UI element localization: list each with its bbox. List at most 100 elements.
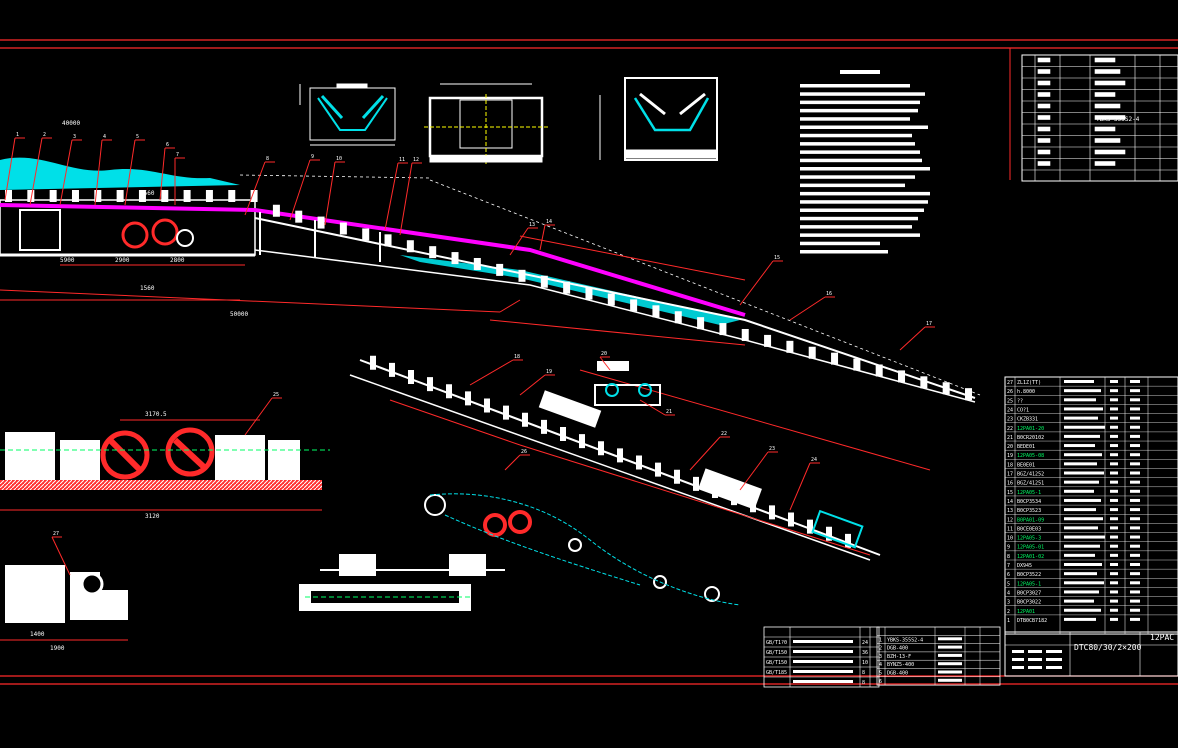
tensioner-detail (299, 554, 505, 611)
parts-row-code: BGZ/41252 (1017, 472, 1044, 478)
std-part-qty: 36 (862, 650, 868, 656)
idler-roller (920, 376, 928, 389)
idler-roller (674, 469, 680, 484)
motor-row-no: 4 (879, 662, 882, 668)
motor-row-no: 3 (879, 654, 882, 660)
balloon-number: 11 (399, 157, 405, 163)
title-block-suffix: 12PAC (1150, 633, 1174, 642)
idler-roller (563, 281, 571, 294)
idler-roller (429, 246, 437, 259)
idler-roller (942, 382, 950, 395)
dim-2900: 2900 (115, 257, 130, 264)
parts-row-code: ZL1Z(TT) (1017, 380, 1041, 386)
belt-profile-main: 40000 1560 5900 2900 2800 1560 50000 (0, 120, 981, 403)
idler-roller (5, 190, 12, 202)
parts-row-no: 24 (1007, 407, 1013, 413)
parts-row-code: 12PA05-1 (1017, 581, 1041, 587)
idler-roller (295, 210, 303, 223)
idler-roller (853, 358, 861, 371)
parts-row-no: 21 (1007, 435, 1013, 441)
std-part-qty: 8 (862, 680, 865, 686)
idler-roller (272, 204, 280, 217)
idler-roller (71, 190, 79, 202)
parts-row-no: 22 (1007, 426, 1013, 432)
top-table-motor-spec: YBKS-355S2-4 (1096, 116, 1140, 123)
balloon-number: 14 (546, 219, 552, 225)
section-view-middle (424, 83, 548, 165)
parts-row-code: B0CE0E03 (1017, 526, 1041, 532)
idler-roller (769, 505, 775, 520)
balloon-number: 5 (136, 134, 139, 140)
balloon-number: 9 (311, 154, 314, 160)
std-part-code: GB/T185 (766, 670, 787, 676)
motor-row-model: BZH-13-F (887, 654, 911, 660)
parts-row-code: 12PA05-1 (1017, 490, 1041, 496)
idler-roller (808, 346, 816, 359)
idler-roller (427, 377, 433, 392)
parts-row-no: 7 (1007, 563, 1010, 569)
balloon-number: 6 (166, 142, 169, 148)
idler-roller (161, 190, 169, 202)
dim-50000: 50000 (230, 311, 248, 318)
parts-row-no: 18 (1007, 462, 1013, 468)
idler-roller (786, 340, 794, 353)
idler-roller (540, 275, 548, 288)
dim-1560: 1560 (140, 190, 155, 197)
idler-roller (370, 355, 376, 370)
std-part-code: GB/T150 (766, 660, 787, 666)
parts-row-code: BE0E01 (1017, 462, 1035, 468)
idler-roller (674, 311, 682, 324)
motor-row-model: DGB-400 (887, 646, 908, 652)
idler-roller (741, 328, 749, 341)
idler-roller (636, 455, 642, 470)
parts-row-no: 10 (1007, 536, 1013, 542)
balloon-number: 1 (16, 132, 19, 138)
idler-roller (845, 533, 851, 548)
balloon-number: 17 (926, 321, 932, 327)
idler-roller (541, 419, 547, 434)
idler-roller (788, 512, 794, 527)
balloon-number: 12 (413, 157, 419, 163)
idler-roller (652, 305, 660, 318)
parts-row-no: 20 (1007, 444, 1013, 450)
motor-row-model: BYNZ5-400 (887, 662, 914, 668)
balloon-number: 27 (53, 531, 59, 537)
parts-row-code: B0CP3523 (1017, 508, 1041, 514)
dim-1400: 1400 (30, 631, 45, 638)
idler-roller (585, 287, 593, 300)
balloon-number: 13 (529, 222, 535, 228)
idler-roller (408, 370, 414, 384)
idler-roller (183, 190, 191, 202)
parts-row-code: DX945 (1017, 563, 1032, 569)
motor-row-model: YBKS-355S2-4 (887, 637, 923, 643)
parts-row-no: 2 (1007, 609, 1010, 615)
idler-roller (607, 293, 615, 306)
parts-row-no: 9 (1007, 545, 1010, 551)
idler-roller (362, 228, 370, 241)
parts-row-no: 1 (1007, 618, 1010, 624)
parts-row-code: B0CR20102 (1017, 435, 1044, 441)
idler-roller (965, 388, 972, 401)
dim-3170: 3170.5 (145, 411, 167, 418)
dim-5900: 5900 (60, 257, 75, 264)
section-view-right (599, 77, 718, 161)
drive-unit-elevation: 3170.5 3120 (0, 411, 330, 520)
idler-roller (898, 370, 906, 383)
pulley-routing-diagram (424, 493, 741, 606)
idler-roller (406, 240, 414, 253)
idler-roller (205, 190, 213, 202)
parts-row-no: 11 (1007, 526, 1013, 532)
balloon-number: 20 (601, 351, 607, 357)
parts-row-code: DTB0CB7182 (1017, 618, 1047, 624)
balloon-number: 15 (774, 255, 780, 261)
idler-roller (560, 427, 566, 441)
idler-roller (473, 257, 481, 270)
motor-row-no: 1 (879, 637, 882, 643)
parts-row-no: 5 (1007, 581, 1010, 587)
section-view-left (299, 83, 396, 146)
parts-row-code: B0CP3534 (1017, 499, 1041, 505)
parts-row-code: 12PA05-08 (1017, 453, 1044, 459)
parts-row-no: 25 (1007, 398, 1013, 404)
drawing-frame (0, 39, 1178, 685)
